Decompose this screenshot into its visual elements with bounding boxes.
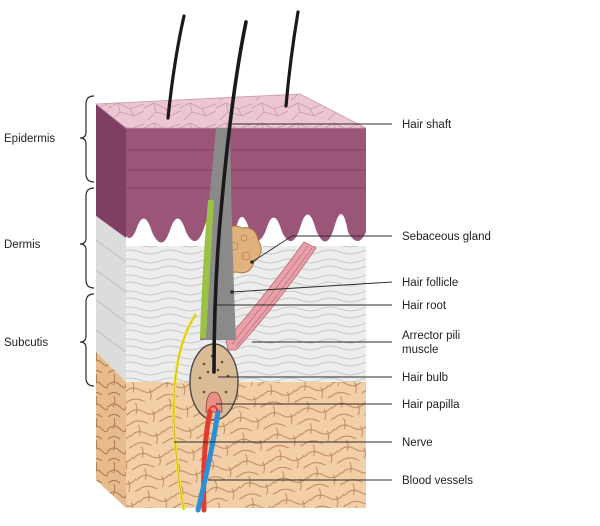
epidermis-strata-lines: [126, 149, 366, 189]
label-hair-follicle: Hair follicle: [402, 277, 458, 289]
label-hair-shaft: Hair shaft: [402, 119, 452, 131]
follicle-green-layer: [200, 200, 214, 338]
label-blood-vessels: Blood vessels: [402, 475, 473, 487]
subcutis-side: [96, 352, 126, 508]
label-arrector-pili-line1: Arrector pili: [402, 330, 460, 342]
label-hair-bulb: Hair bulb: [402, 372, 448, 384]
muscle-fibers: [231, 245, 313, 347]
vein: [195, 409, 221, 513]
dermis-side: [96, 216, 126, 382]
gland-lobule: [240, 234, 248, 242]
dermis-brace: [79, 187, 95, 289]
hair-papilla-shape: [205, 391, 223, 413]
nerve-fiber-edge: [173, 313, 197, 511]
leader-lines: [174, 123, 393, 481]
layer-label-dermis: Dermis: [4, 239, 41, 251]
artery: [201, 409, 213, 513]
label-arrector-pili-line2: muscle: [402, 344, 438, 356]
layer-label-subcutis: Subcutis: [4, 337, 48, 349]
gland-lobule: [241, 251, 251, 261]
label-nerve: Nerve: [402, 437, 433, 449]
label-hair-root: Hair root: [402, 300, 447, 312]
hair-strand-left: [166, 14, 186, 120]
hair-strand-right: [284, 10, 300, 108]
label-sebaceous-gland: Sebaceous gland: [402, 231, 491, 243]
subcutis-brace: [79, 293, 95, 387]
label-hair-papilla: Hair papilla: [402, 399, 460, 411]
hair-strand-center: [212, 20, 248, 374]
subcutis-front: [126, 382, 366, 508]
layer-label-epidermis: Epidermis: [4, 133, 55, 145]
epidermis-brace: [79, 95, 95, 183]
epidermis-front: [126, 128, 366, 243]
epidermis-side: [96, 104, 126, 238]
capillary-loop: [207, 405, 219, 413]
dermis-side-lines: [95, 239, 127, 353]
